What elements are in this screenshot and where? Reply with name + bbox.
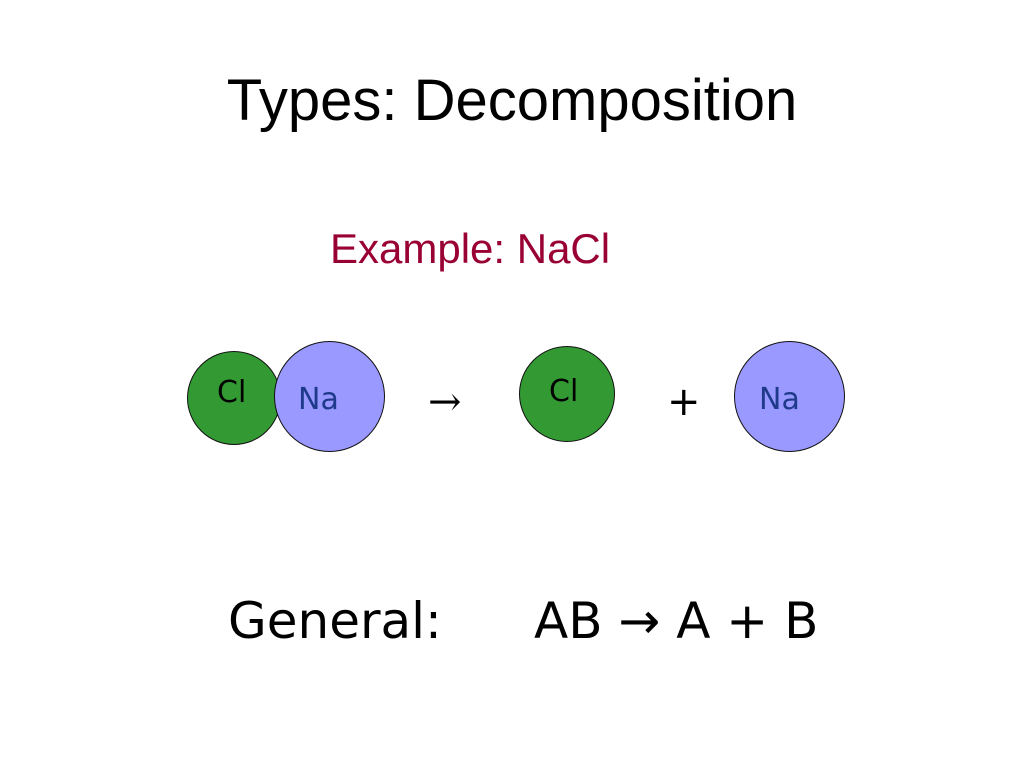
general-equation: AB → A + B <box>534 592 819 650</box>
product-sodium-atom: Na <box>734 341 845 452</box>
reactant-chlorine-atom: Cl <box>187 351 281 445</box>
example-subtitle: Example: NaCl <box>330 225 611 272</box>
reactant-chlorine-label: Cl <box>217 375 247 410</box>
product-chlorine-label: Cl <box>549 374 579 409</box>
slide-title: Types: Decomposition <box>226 68 798 133</box>
reactant-sodium-label: Na <box>298 382 339 417</box>
product-sodium-label: Na <box>759 382 800 417</box>
reactant-sodium-atom: Na <box>274 341 385 452</box>
general-label: General: <box>228 592 442 650</box>
reaction-arrow: → <box>428 379 462 425</box>
product-chlorine-atom: Cl <box>519 346 615 442</box>
plus-sign: + <box>667 379 701 425</box>
